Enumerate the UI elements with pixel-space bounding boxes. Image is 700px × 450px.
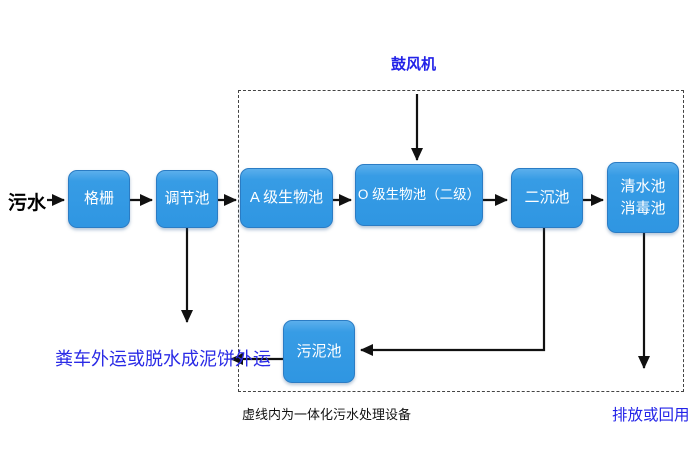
node-label: 格栅 <box>83 190 114 208</box>
node-label: A 级生物池 <box>249 189 324 207</box>
node-label-line1: 清水池 <box>620 177 666 195</box>
node-label: O 级生物池（二级） <box>357 187 481 203</box>
node-regulating-tank: 调节池 <box>156 170 218 228</box>
influent-label: 污水 <box>8 193 47 214</box>
integrated-equipment-boundary <box>238 90 684 392</box>
blower-label: 鼓风机 <box>391 56 437 73</box>
node-label: 污泥池 <box>296 342 342 360</box>
node-grid: 格栅 <box>68 170 130 228</box>
node-label: 二沉池 <box>524 189 570 207</box>
node-label-line2: 消毒池 <box>620 199 666 217</box>
node-o-bio-tank: O 级生物池（二级） <box>355 164 483 226</box>
node-label: 调节池 <box>164 190 210 208</box>
discharge-label: 排放或回用 <box>612 407 690 424</box>
sludge-disposal-label: 粪车外运或脱水成泥饼外运 <box>55 349 271 369</box>
node-sludge-tank: 污泥池 <box>283 320 355 383</box>
caption-label: 虚线内为一体化污水处理设备 <box>242 407 412 422</box>
node-a-bio-tank: A 级生物池 <box>240 168 333 228</box>
node-clean-water-disinfection-tank: 清水池 消毒池 <box>607 162 679 233</box>
node-secondary-sedimentation-tank: 二沉池 <box>511 168 583 228</box>
